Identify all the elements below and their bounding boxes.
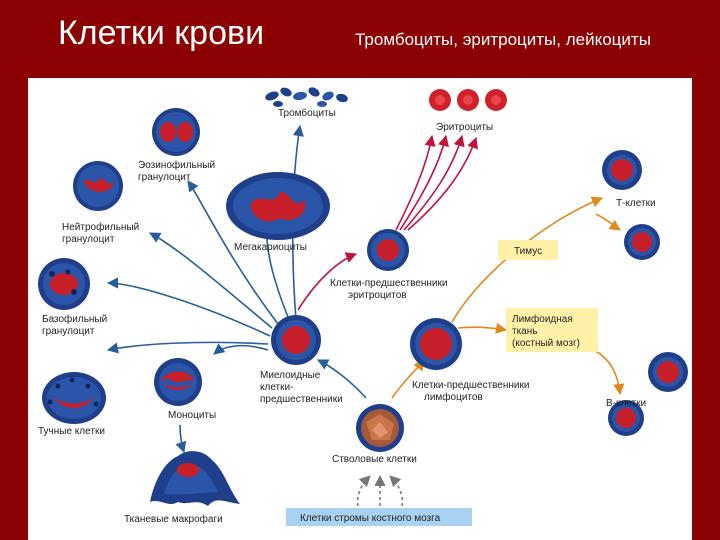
arrow-precursor-to-erythrocytes-4 (407, 136, 478, 231)
arrow-myeloid-to-mast-cells (106, 341, 269, 354)
arrow-stroma-1 (356, 475, 371, 507)
thrombocytes-cells (265, 87, 348, 107)
arrow-precursor-to-erythrocytes-3 (403, 134, 465, 231)
slide-title: Клетки крови (58, 14, 265, 52)
label-mast-cells: Тучные клетки (38, 426, 105, 437)
labels: Тромбоциты Эритроциты Эозинофильный гран… (38, 107, 656, 525)
label-erythrocytes: Эритроциты (436, 122, 493, 133)
b-cell-1 (648, 352, 688, 392)
label-erythro-precursors-2: эритроцитов (348, 290, 407, 301)
arrow-thymus-to-t-cells (595, 213, 621, 231)
arrow-myeloid-to-neutrophil (149, 232, 273, 329)
arrow-lymph-to-lymphoid (457, 322, 508, 334)
label-eosinophil-2: гранулоцит (138, 172, 191, 183)
arrow-myeloid-to-megakaryocytes (260, 224, 291, 323)
b-cell-2 (608, 400, 644, 436)
boxes (286, 240, 598, 526)
arrow-myeloid-to-monocytes (213, 343, 269, 355)
megakaryocytes-cell (226, 172, 330, 240)
label-myeloid-1: Миелоидные (260, 370, 321, 381)
arrow-stem-to-lymph-precursors (391, 359, 425, 399)
basophil-cell (38, 258, 90, 310)
tissue-macrophage-cell (150, 451, 240, 506)
diagram-panel: Тромбоциты Эритроциты Эозинофильный гран… (28, 78, 692, 540)
label-lymphoid-2: ткань (512, 326, 537, 337)
cells (38, 87, 688, 506)
label-megakaryocytes: Мегакариоциты (234, 242, 307, 253)
arrow-myeloid-to-eosinophil (187, 180, 279, 325)
mast-cell (42, 372, 106, 424)
erythro-precursor-cell (367, 229, 409, 271)
label-stem-cells: Стволовые клетки (332, 454, 417, 465)
arrow-stroma-3 (389, 475, 404, 507)
arrow-monocytes-to-macrophages (175, 424, 187, 454)
stem-cell (356, 404, 404, 452)
erythrocytes-cells (429, 89, 507, 111)
t-cell-2 (624, 224, 660, 260)
label-basophil-2: гранулоцит (42, 326, 95, 337)
t-cell-1 (602, 150, 642, 190)
blood-cells-diagram: Тромбоциты Эритроциты Эозинофильный гран… (38, 87, 688, 526)
arrow-myeloid-to-basophil (106, 277, 271, 337)
label-lymph-precursors-2: лимфоцитов (424, 391, 483, 403)
label-monocytes: Моноциты (168, 410, 216, 421)
thymus-box (498, 240, 558, 260)
arrow-stem-to-myeloid (316, 359, 367, 399)
label-thrombocytes: Тромбоциты (278, 107, 336, 119)
label-thymus: Тимус (514, 246, 542, 257)
arrow-myeloid-to-erythro-precursors (297, 252, 358, 311)
label-lymphoid-3: (костный мозг) (512, 338, 580, 349)
label-tissue-macrophages: Тканевые макрофаги (124, 513, 223, 525)
label-eosinophil-1: Эозинофильный (138, 159, 215, 171)
lymphoid-box (506, 308, 598, 352)
slide-subtitle: Тромбоциты, эритроциты, лейкоциты (355, 30, 651, 49)
monocyte-cell (154, 358, 202, 406)
label-myeloid-2: клетки- (260, 382, 293, 393)
label-lymph-precursors-1: Клетки-предшественники (412, 380, 529, 391)
lymph-precursor-cell (410, 318, 462, 370)
label-b-cells: В-клетки (606, 398, 646, 409)
arrow-lymphoid-to-b-cells (593, 349, 625, 396)
neutrophil-cell (73, 161, 123, 211)
eosinophil-cell (152, 108, 200, 156)
label-t-cells: Т-клетки (616, 198, 656, 209)
label-basophil-1: Базофильный (42, 313, 107, 325)
arrows (106, 124, 625, 507)
label-neutrophil-2: гранулоцит (62, 234, 115, 245)
label-lymphoid-1: Лимфоидная (512, 313, 573, 325)
myeloid-cell (271, 315, 321, 365)
arrow-precursor-to-erythrocytes-2 (399, 134, 449, 231)
label-neutrophil-1: Нейтрофильный (62, 221, 139, 233)
label-erythro-precursors-1: Клетки-предшественники (330, 278, 447, 289)
arrow-precursor-to-erythrocytes-1 (395, 134, 436, 231)
stroma-box (286, 508, 472, 526)
label-myeloid-3: предшественники (260, 394, 343, 405)
label-stroma: Клетки стромы костного мозга (300, 513, 441, 524)
